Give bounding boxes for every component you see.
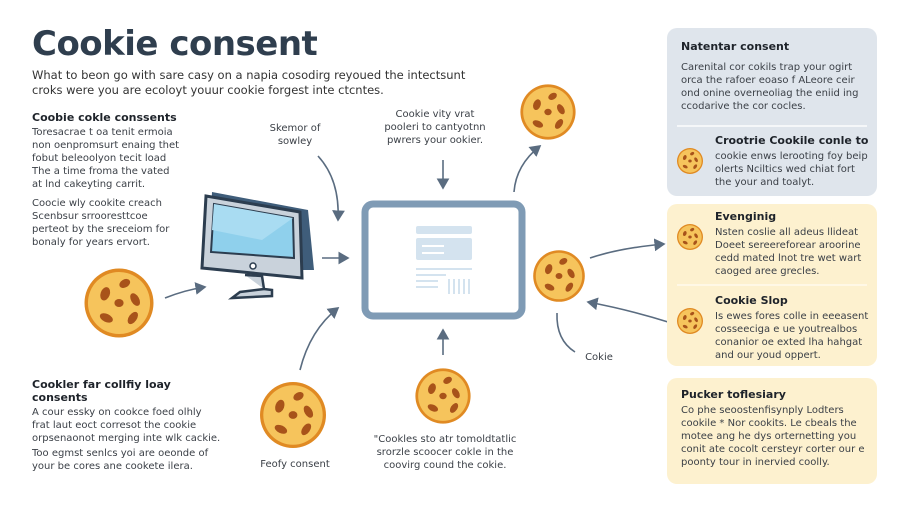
- arrow: [164, 282, 207, 299]
- card-heading: Evenginig: [715, 210, 777, 223]
- cookie-icon: [415, 368, 471, 424]
- card-divider: [677, 284, 867, 286]
- cookie-icon: [677, 308, 703, 334]
- webpage-window-icon: [361, 200, 526, 320]
- card-text: Is ewes fores colle in eeeasent cosseeci…: [715, 311, 869, 361]
- left-block-consents: Coobie cokle conssents Toresacrae t oa t…: [32, 111, 182, 255]
- cookie-icon: [84, 268, 154, 338]
- arrow: [589, 238, 666, 259]
- cookie-icon: [677, 224, 703, 250]
- card-section: Cookie Slop Is ewes fores colle in eeeas…: [675, 294, 869, 362]
- leader-line: [556, 312, 576, 353]
- left-block-paragraph: Toresacrae t oa tenit ermoia non oenprom…: [32, 127, 180, 190]
- left-block-collify: Cookler far collfiy loay consents A cour…: [32, 378, 222, 479]
- card-section: Natentar consent Carenital cor cokils tr…: [675, 40, 869, 113]
- arrow: [513, 145, 542, 193]
- page-title: Cookie consent: [32, 24, 318, 64]
- left-block-paragraph: Coocie wly cookite creach Scenbsur srroo…: [32, 198, 170, 248]
- card-heading: Natentar consent: [681, 40, 790, 53]
- cookie-icon: [677, 148, 703, 174]
- card-heading: Cookie Slop: [715, 294, 788, 307]
- arrow: [586, 297, 669, 323]
- arrow: [299, 307, 340, 371]
- card-pucker: Pucker toflesiary Co phe seoostenfisynpl…: [667, 378, 877, 484]
- left-block-heading: Cookler far collfiy loay consents: [32, 378, 171, 404]
- card-section: Crootrie Cookile conle to cookie enws le…: [675, 134, 869, 189]
- card-text: Carenital cor cokils trap your ogirt orc…: [681, 62, 859, 112]
- card-section: Pucker toflesiary Co phe seoostenfisynpl…: [675, 388, 869, 469]
- label-cookie-right: Cokie: [585, 352, 613, 363]
- card-consent: Natentar consent Carenital cor cokils tr…: [667, 28, 877, 196]
- card-text: cookie enws lerooting foy beip olerts Nc…: [715, 151, 868, 188]
- card-text: Co phe seoostenfisynply Lodters cookile …: [681, 405, 865, 468]
- arrow: [317, 155, 345, 222]
- left-block-paragraph: A cour essky on cookce foed olhly frat l…: [32, 407, 221, 444]
- left-block-heading: Coobie cokle conssents: [32, 111, 177, 124]
- cookie-icon: [260, 382, 326, 448]
- desktop-monitor-icon: [200, 192, 314, 300]
- card-evening: Evenginig Nsten coslie all adeus llideat…: [667, 204, 877, 366]
- label-bottom-left: Feofy consent: [260, 459, 330, 470]
- card-heading: Crootrie Cookile conle to: [715, 134, 869, 147]
- label-top-center: Cookie vity vrat pooleri to cantyotnn pw…: [384, 109, 486, 146]
- card-section: Evenginig Nsten coslie all adeus llideat…: [675, 210, 869, 278]
- label-top-left: Skemor of sowley: [269, 123, 321, 147]
- cookie-icon: [520, 84, 576, 140]
- page-subtitle: What to beon go with sare casy on a napi…: [32, 68, 466, 97]
- cookie-icon: [533, 250, 585, 302]
- left-block-paragraph: Too egmst senlcs yoi are oeonde of your …: [32, 448, 209, 472]
- label-bottom-center: "Cookles sto atr tomoldtatlic srorzle sc…: [373, 434, 517, 471]
- card-divider: [677, 125, 867, 127]
- card-text: Nsten coslie all adeus llideat Doeet ser…: [715, 227, 862, 277]
- card-heading: Pucker toflesiary: [681, 388, 786, 401]
